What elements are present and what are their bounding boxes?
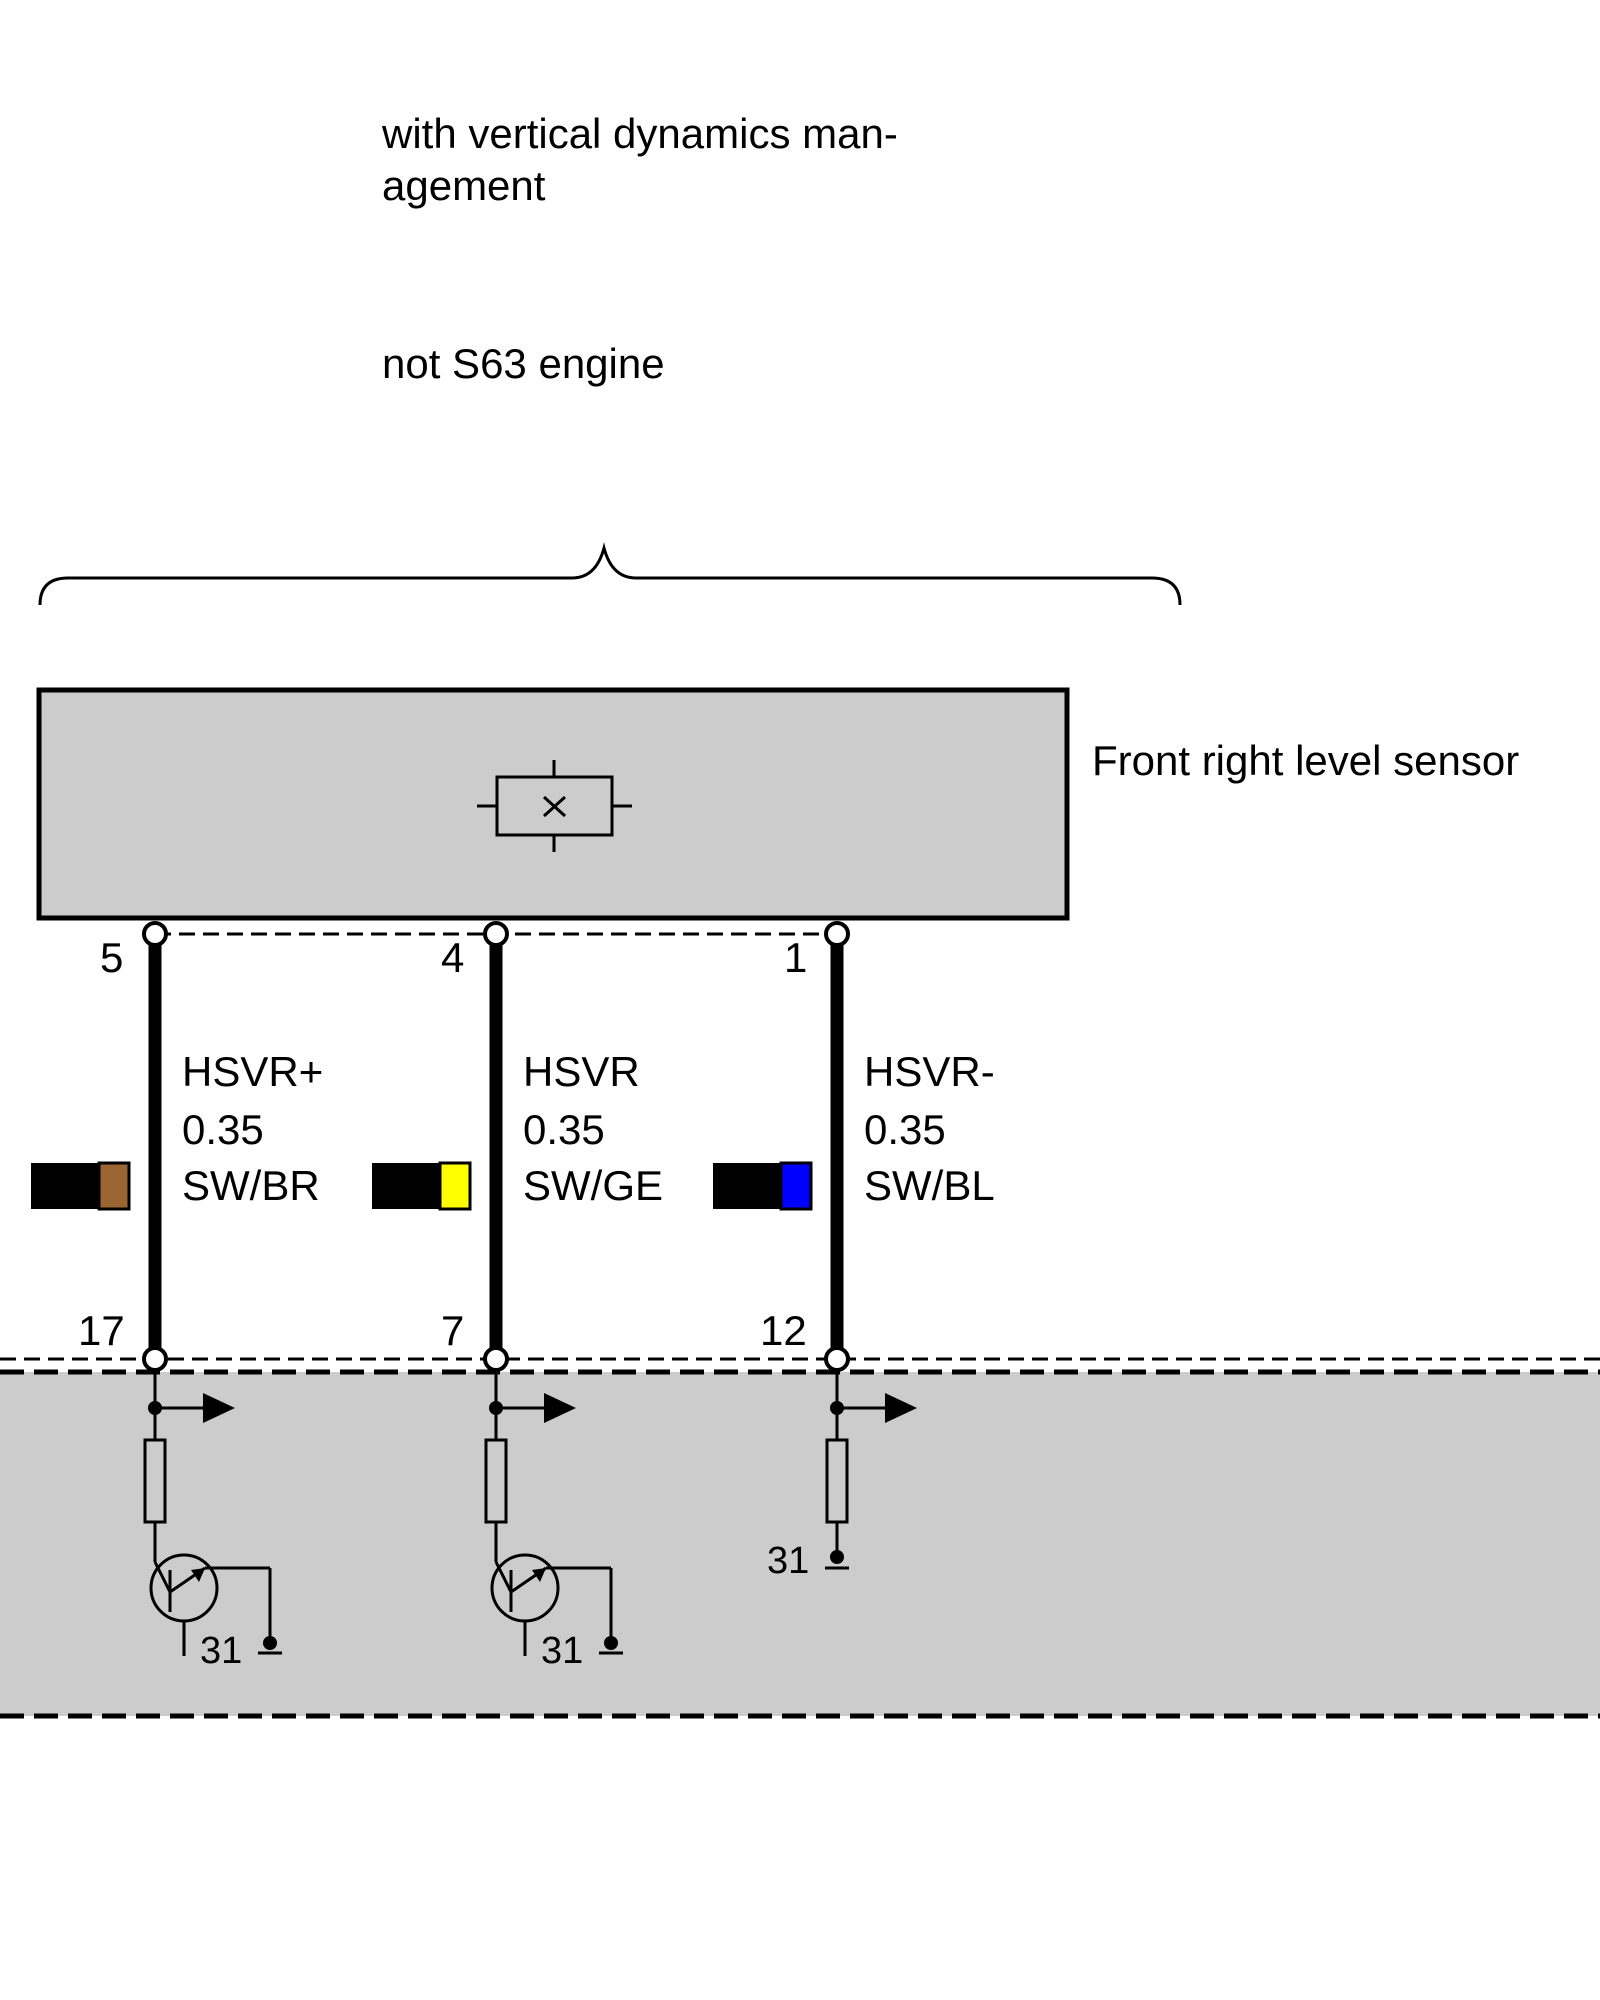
pin-bottom-3: 12 xyxy=(760,1307,807,1354)
pin-top-1: 5 xyxy=(100,934,123,981)
wire-signal-2: HSVR xyxy=(523,1048,640,1095)
pin-top-circle-3 xyxy=(824,921,850,947)
pin-bottom-circle-1 xyxy=(142,1346,168,1372)
ground-dot-3 xyxy=(830,1550,844,1564)
ground-dot-2 xyxy=(604,1636,618,1650)
wire-cross-section-1: 0.35 xyxy=(182,1106,264,1153)
ground-label-2: 31 xyxy=(541,1630,583,1672)
wire-color-swatch-base-2 xyxy=(372,1163,440,1209)
transistor-collector-2 xyxy=(494,1561,513,1593)
wire-3-labels: 1 12 HSVR- 0.35 SW/BL 31 xyxy=(760,934,995,1582)
pin-top-2: 4 xyxy=(441,934,464,981)
pin-bottom-1: 17 xyxy=(78,1307,125,1354)
wire-signal-3: HSVR- xyxy=(864,1048,995,1095)
output-arrow-icon-2 xyxy=(544,1393,576,1423)
condition-brace xyxy=(38,542,1182,606)
condition-note-line1: with vertical dynamics man- xyxy=(381,110,898,157)
output-arrow-icon-3 xyxy=(885,1393,917,1423)
wire-color-swatch-base-3 xyxy=(713,1163,781,1209)
pin-top-3: 1 xyxy=(784,934,807,981)
pin-bottom-circle-3 xyxy=(824,1346,850,1372)
pin-bottom-circle-2 xyxy=(483,1346,509,1372)
level-sensor-symbol-icon xyxy=(477,760,632,852)
wire-cross-section-2: 0.35 xyxy=(523,1106,605,1153)
output-arrow-icon-1 xyxy=(203,1393,235,1423)
ground-label-3: 31 xyxy=(767,1540,809,1582)
wire-1-labels: 5 17 HSVR+ 0.35 SW/BR 31 xyxy=(78,934,323,1672)
wire-color-code-3: SW/BL xyxy=(864,1162,995,1209)
component-name: Front right level sensor xyxy=(1092,737,1519,784)
transistor-emitter-arrow-1 xyxy=(191,1568,205,1582)
wire-cross-section-3: 0.35 xyxy=(864,1106,946,1153)
ground-label-1: 31 xyxy=(200,1630,242,1672)
wire-2-labels: 4 7 HSVR 0.35 SW/GE 31 xyxy=(441,934,663,1672)
control-unit-body xyxy=(0,1372,1600,1716)
wire-color-code-1: SW/BR xyxy=(182,1162,320,1209)
condition-note-engine: not S63 engine xyxy=(382,340,665,387)
pin-bottom-2: 7 xyxy=(441,1307,464,1354)
pin-top-circle-2 xyxy=(483,921,509,947)
wire-signal-1: HSVR+ xyxy=(182,1048,323,1095)
wire-color-swatch-stripe-1 xyxy=(97,1161,131,1211)
wire-color-swatch-stripe-2 xyxy=(438,1161,472,1211)
wire-color-swatch-base-1 xyxy=(31,1163,99,1209)
ground-dot-1 xyxy=(263,1636,277,1650)
wire-color-swatch-stripe-3 xyxy=(779,1161,813,1211)
transistor-emitter-arrow-2 xyxy=(532,1568,546,1582)
condition-note-line2: agement xyxy=(382,162,546,209)
transistor-collector-1 xyxy=(153,1561,172,1593)
pin-top-circle-1 xyxy=(142,921,168,947)
wire-color-code-2: SW/GE xyxy=(523,1162,663,1209)
